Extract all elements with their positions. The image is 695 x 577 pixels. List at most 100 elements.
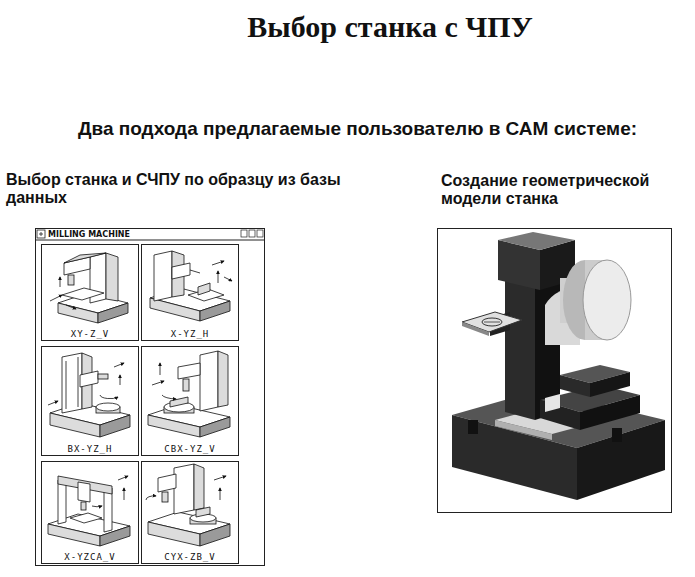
machine-sketch: [148, 351, 230, 437]
window-title: MILLING MACHINE: [48, 230, 130, 239]
machine-model-3d-part: [505, 270, 535, 420]
machine-sketch-part: [78, 357, 79, 407]
machine-code: CBX-YZ_V: [162, 444, 217, 454]
machine-sketch-part: [64, 253, 106, 263]
machine-sketch-part: [66, 305, 76, 309]
machine-model-3d-part: [495, 420, 552, 440]
machine-sketch-part: [190, 270, 200, 273]
machine-sketch-part: [148, 415, 200, 437]
machine-sketch-part: [62, 353, 82, 413]
machine-sketch-part: [106, 253, 118, 301]
machine-sketch-part: [48, 401, 58, 405]
machine-sketch-part: [183, 379, 189, 391]
machine-model-3d-part: [462, 322, 489, 336]
machine-model-3d-part: [590, 372, 630, 397]
software-window: Выбор станка и СЧПУ по образцу из базы д…: [35, 228, 265, 566]
machine-sketch-part: [152, 381, 164, 385]
machine-sketch-part: [200, 417, 230, 437]
machine-sketch-part: [124, 488, 125, 500]
machine-sketch-part: [58, 303, 98, 323]
machine-model-3d-part: [484, 322, 500, 323]
machine-cell: CYX-ZB_V: [141, 461, 239, 564]
machine-code: BX-YZ_H: [66, 444, 115, 454]
machine-sketch-part: [220, 488, 221, 500]
machine-sketch-part: [60, 277, 61, 287]
machine-sketch-part: [218, 271, 219, 283]
machine-model-3d-part: [545, 394, 560, 412]
model-frame: Создание геометрической модели станка: [437, 228, 672, 513]
machine-code: X-YZCA_V: [62, 552, 117, 562]
machine-cell: XY-Z_V: [41, 244, 139, 341]
window-chrome-part: [249, 230, 255, 237]
window-chrome: [35, 228, 265, 566]
slide-title: Выбор станка с ЧПУ: [90, 10, 690, 44]
machine-sketch: [48, 353, 130, 437]
machine-sketch-part: [78, 482, 90, 502]
machine-sketch-part: [158, 474, 176, 492]
machine-sketch-part: [114, 363, 124, 367]
machine-sketch-part: [200, 351, 218, 411]
machine-code: X-YZ_H: [169, 329, 212, 339]
window-chrome-part: [37, 230, 45, 238]
machine-model-3d-part: [468, 420, 478, 434]
machine-sketch-part: [100, 415, 130, 437]
machine-sketch-part: [70, 513, 102, 523]
machine-model-3d-part: [580, 395, 640, 430]
machine-sketch-part: [160, 363, 161, 375]
machine-sketch-part: [92, 506, 102, 508]
machine-model-3d-part: [612, 428, 622, 442]
machine-sketch-part: [172, 263, 190, 279]
window-chrome-part: [35, 240, 265, 241]
window-chrome-part: [241, 230, 247, 237]
machine-sketch-part: [218, 351, 228, 407]
machine-sketch-part: [174, 464, 194, 514]
machine-sketch-part: [200, 524, 230, 546]
machine-sketch: [50, 253, 128, 323]
machine-sketch-part: [81, 502, 86, 510]
machine-cell: BX-YZ_H: [41, 346, 139, 456]
machine-sketch-part: [212, 261, 224, 265]
machine-model-3d-part: [560, 375, 590, 397]
machine-sketch-part: [150, 298, 200, 321]
machine-sketch-part: [200, 301, 230, 321]
machine-sketch-part: [80, 371, 98, 387]
machine-sketch: [48, 476, 130, 546]
machine-model-3d-part: [583, 260, 631, 340]
machine-sketch-part: [68, 275, 74, 285]
machine-sketch-part: [198, 283, 210, 295]
machine-sketch-part: [96, 403, 120, 411]
machine-sketch-part: [50, 295, 62, 301]
machine-sketch-part: [148, 522, 200, 546]
machine-model-3d-part: [577, 420, 665, 500]
machine-sketch-part: [178, 363, 200, 379]
machine-sketch: [150, 251, 232, 321]
machine-sketch-part: [62, 288, 104, 300]
machine-sketch-part: [50, 413, 100, 437]
machine-model-3d-part: [498, 232, 575, 250]
machine-model-3d-part: [437, 228, 672, 513]
machine-sketch-part: [120, 375, 121, 385]
machine-model-3d: [437, 228, 672, 513]
machine-sketch-part: [98, 303, 128, 323]
machine-sketch-part: [66, 361, 67, 409]
machine-sketch-part: [100, 395, 118, 399]
machine-sketch-part: [196, 507, 210, 517]
window-chrome-part: [35, 228, 265, 566]
column-heading: Создание геометрической модели станка: [441, 172, 689, 208]
machine-code: CYX-ZB_V: [162, 552, 217, 562]
machine-sketch-part: [104, 488, 112, 532]
machine-model-3d-part: [482, 318, 502, 326]
machine-sketch-part: [194, 464, 204, 510]
machine-sketch: [146, 464, 230, 546]
machine-cell: CBX-YZ_V: [141, 346, 239, 456]
machine-sketch-part: [154, 251, 172, 301]
machine-sketch-part: [146, 496, 156, 500]
machine-cell: X-YZ_H: [141, 244, 239, 341]
machine-sketch-part: [214, 476, 226, 480]
machine-sketch-part: [162, 492, 168, 502]
machine-sketch-part: [118, 476, 128, 480]
machine-sketch-part: [162, 395, 176, 399]
machine-sketch-part: [98, 374, 108, 379]
